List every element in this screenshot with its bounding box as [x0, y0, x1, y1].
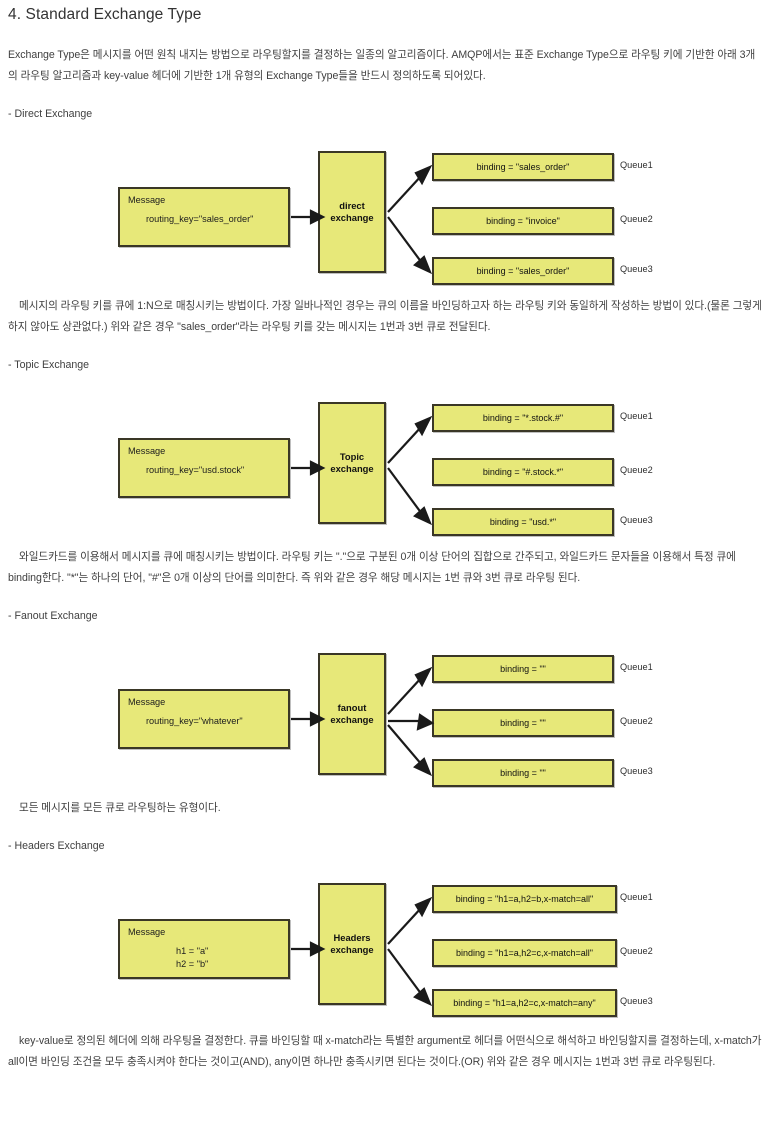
binding-label: binding = "": [500, 717, 546, 728]
queue-name-1: Queue1: [620, 892, 653, 902]
queue-binding-box-1: binding = "h1=a,h2=b,x-match=all": [432, 885, 617, 913]
queue-name-2: Queue2: [620, 465, 653, 475]
queue-binding-box-3: binding = "usd.*": [432, 508, 614, 536]
queue-binding-box-2: binding = "": [432, 709, 614, 737]
binding-label: binding = "#.stock.*": [482, 466, 564, 477]
message-box: Message routing_key="usd.stock": [118, 438, 290, 498]
queue-name-1: Queue1: [620, 160, 653, 170]
binding-label: binding = "h1=a,h2=b,x-match=all": [455, 893, 594, 904]
queue-binding-box-3: binding = "sales_order": [432, 257, 614, 285]
exchange-label: Headers exchange: [330, 932, 374, 955]
binding-label: binding = "sales_order": [476, 161, 570, 172]
message-box: Message routing_key="whatever": [118, 689, 290, 749]
queue-name-3: Queue3: [620, 766, 653, 776]
topic-exchange-diagram: Message routing_key="usd.stock" Topic ex…: [8, 386, 764, 538]
queue-name-1: Queue1: [620, 662, 653, 672]
queue-binding-box-1: binding = "sales_order": [432, 153, 614, 181]
queue-binding-box-3: binding = "h1=a,h2=c,x-match=any": [432, 989, 617, 1017]
exchange-box: Topic exchange: [318, 402, 386, 524]
intro-paragraph: Exchange Type은 메시지를 어떤 원칙 내지는 방법으로 라우팅할지…: [8, 49, 756, 82]
message-title: Message: [128, 446, 166, 456]
message-title: Message: [128, 195, 166, 205]
arrow-group: [291, 415, 433, 526]
arrow-group: [291, 666, 435, 777]
subsection-label-topic: - Topic Exchange: [8, 359, 90, 371]
queue-name-2: Queue2: [620, 716, 653, 726]
queue-binding-box-1: binding = "*.stock.#": [432, 404, 614, 432]
exchange-box: Headers exchange: [318, 883, 386, 1005]
queue-name-2: Queue2: [620, 214, 653, 224]
direct-description: 메시지의 라우팅 키를 큐에 1:N으로 매칭시키는 방법이다. 가장 일바나적…: [8, 300, 762, 333]
message-body: routing_key="sales_order": [146, 214, 254, 224]
queue-binding-box-2: binding = "h1=a,h2=c,x-match=all": [432, 939, 617, 967]
message-box: Message h1 = "a" h2 = "b": [118, 919, 290, 979]
message-body: h1 = "a" h2 = "b": [176, 946, 209, 969]
binding-label: binding = "h1=a,h2=c,x-match=all": [456, 947, 593, 958]
exchange-label: Topic exchange: [330, 451, 374, 474]
subsection-label-fanout: - Fanout Exchange: [8, 610, 98, 622]
binding-label: binding = "": [500, 663, 546, 674]
arrow-group: [291, 896, 433, 1007]
message-box: Message routing_key="sales_order": [118, 187, 290, 247]
exchange-box: fanout exchange: [318, 653, 386, 775]
message-body: routing_key="usd.stock": [146, 465, 245, 475]
binding-label: binding = "h1=a,h2=c,x-match=any": [453, 997, 596, 1008]
message-body: routing_key="whatever": [146, 716, 243, 726]
exchange-box: direct exchange: [318, 151, 386, 273]
queue-binding-box-1: binding = "": [432, 655, 614, 683]
exchange-label: fanout exchange: [330, 702, 374, 725]
queue-name-3: Queue3: [620, 996, 653, 1006]
page-title: 4. Standard Exchange Type: [8, 6, 202, 23]
binding-label: binding = "invoice": [486, 215, 560, 226]
queue-binding-box-2: binding = "#.stock.*": [432, 458, 614, 486]
subsection-label-direct: - Direct Exchange: [8, 108, 93, 120]
binding-label: binding = "*.stock.#": [482, 412, 564, 423]
document-page: 4. Standard Exchange Type Exchange Type은…: [0, 6, 772, 1144]
queue-name-3: Queue3: [620, 515, 653, 525]
queue-binding-box-3: binding = "": [432, 759, 614, 787]
binding-label: binding = "usd.*": [489, 516, 557, 527]
binding-label: binding = "sales_order": [476, 265, 570, 276]
fanout-exchange-diagram: Message routing_key="whatever" fanout ex…: [8, 637, 764, 789]
subsection-label-headers: - Headers Exchange: [8, 840, 105, 852]
binding-label: binding = "": [500, 767, 546, 778]
topic-description: 와일드카드를 이용해서 메시지를 큐에 매칭시키는 방법이다. 라우팅 키는 "…: [8, 551, 736, 584]
queue-name-1: Queue1: [620, 411, 653, 421]
queue-name-2: Queue2: [620, 946, 653, 956]
headers-description: key-value로 정의된 헤더에 의해 라우팅을 결정한다. 큐를 바인딩할…: [8, 1035, 762, 1068]
message-title: Message: [128, 697, 166, 707]
headers-exchange-diagram: Message h1 = "a" h2 = "b" Headers exchan…: [8, 867, 764, 1022]
queue-name-3: Queue3: [620, 264, 653, 274]
message-title: Message: [128, 927, 166, 937]
exchange-label: direct exchange: [330, 200, 374, 223]
fanout-description: 모든 메시지를 모든 큐로 라우팅하는 유형이다.: [19, 802, 221, 814]
direct-exchange-diagram: Message routing_key="sales_order" direct…: [8, 135, 764, 287]
arrow-group: [291, 164, 433, 275]
queue-binding-box-2: binding = "invoice": [432, 207, 614, 235]
